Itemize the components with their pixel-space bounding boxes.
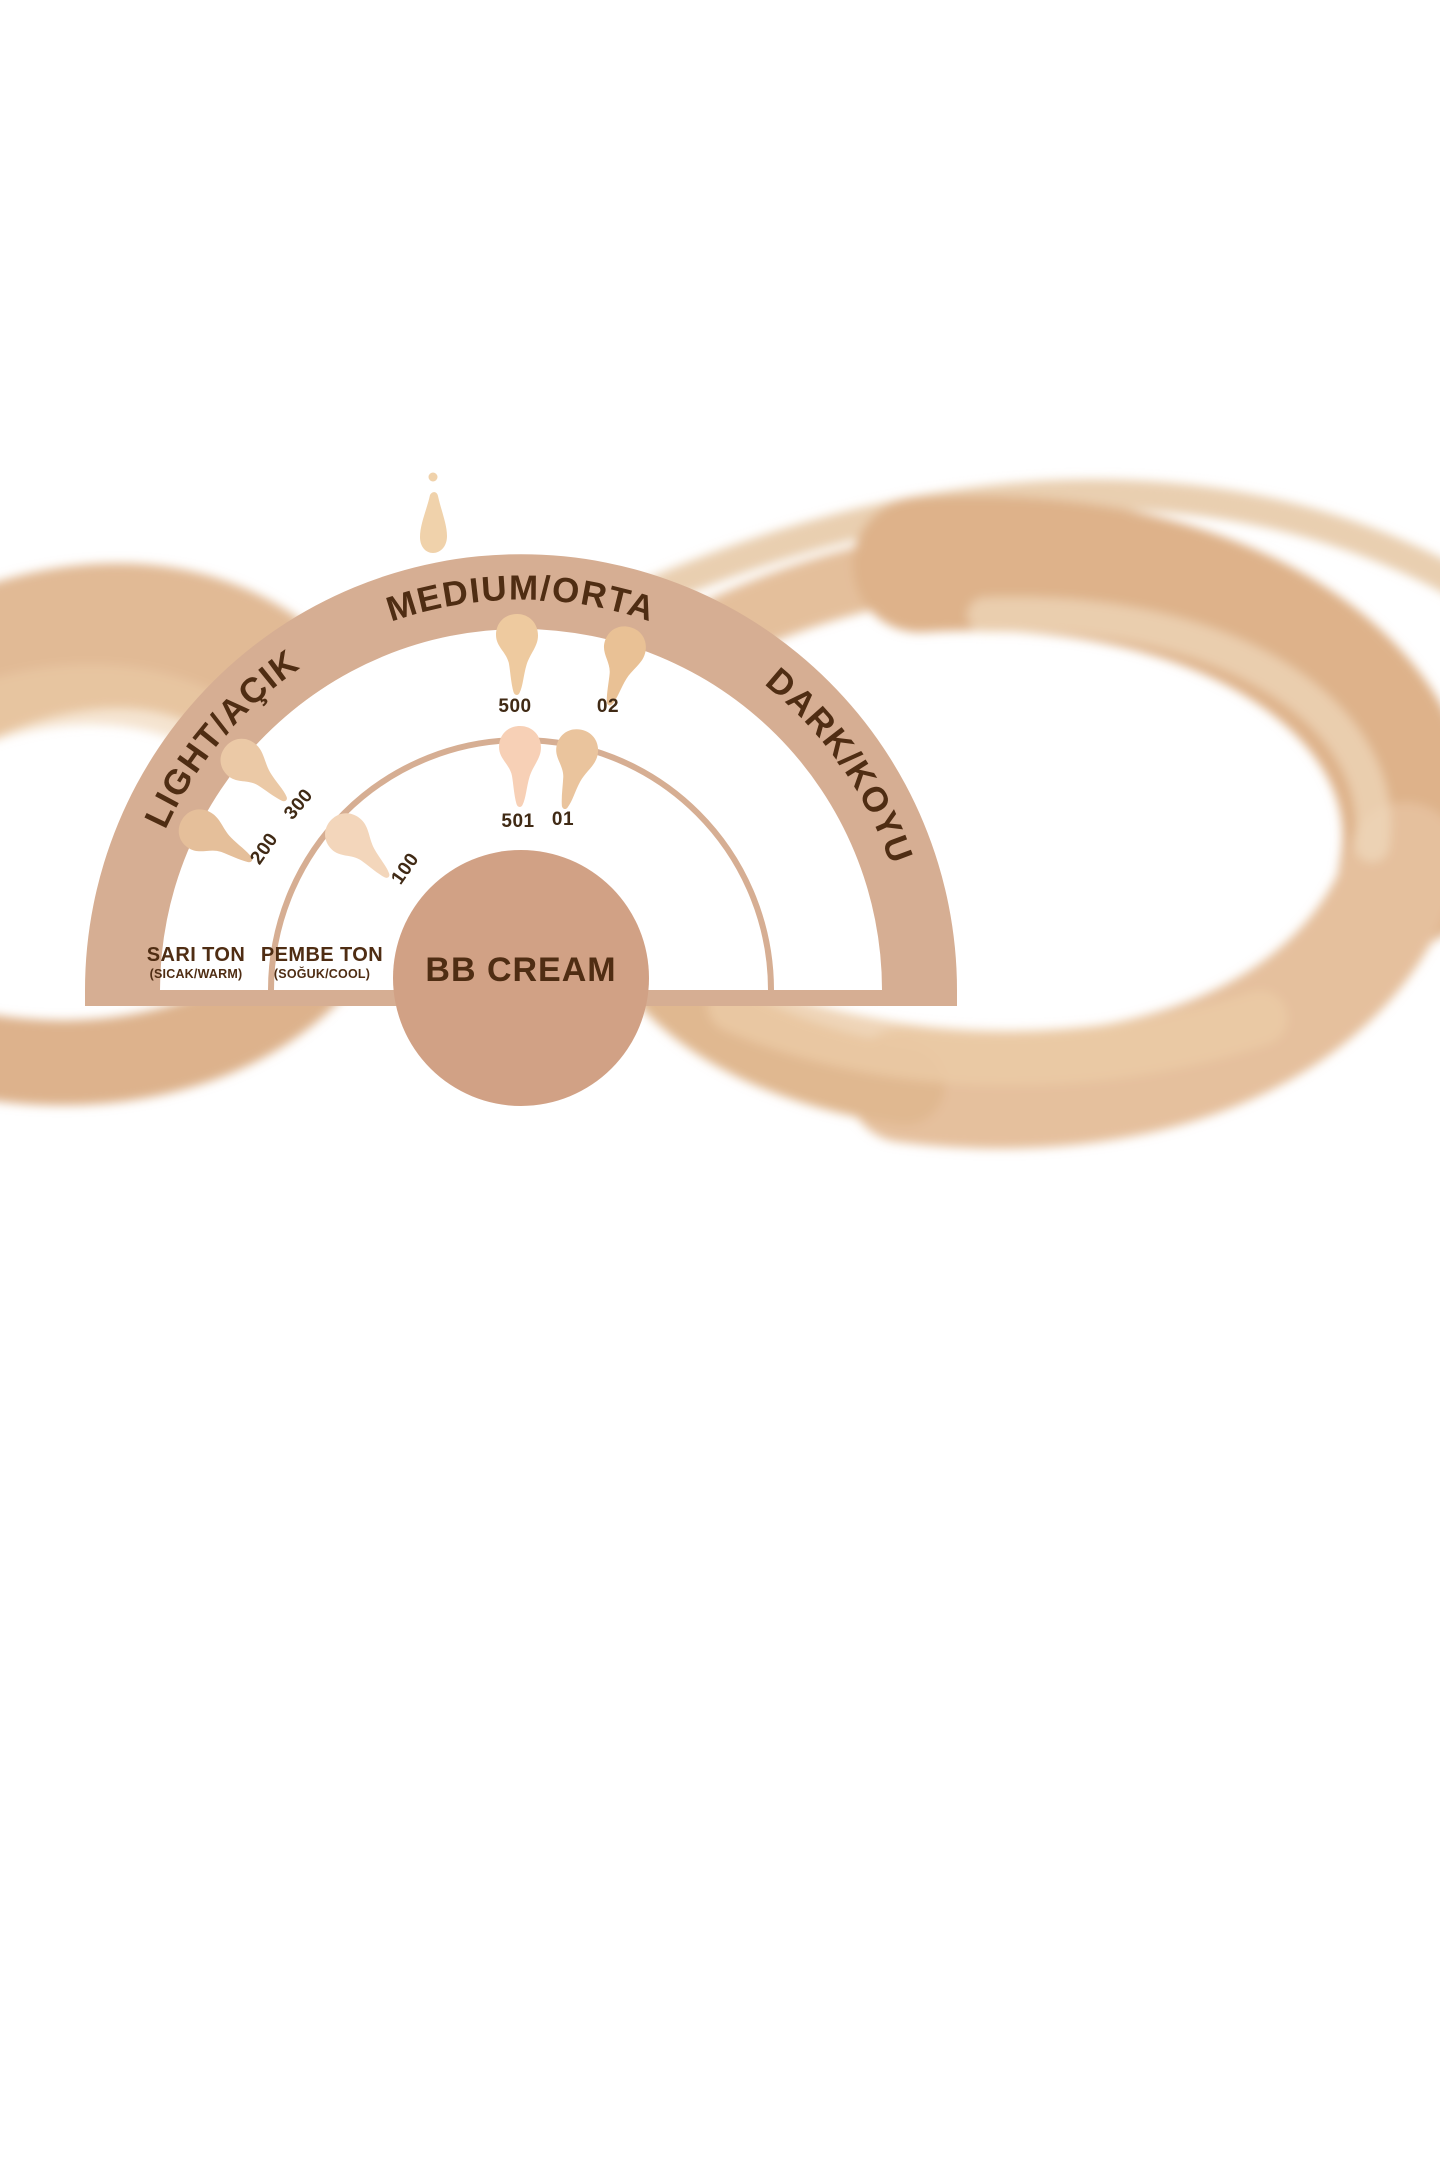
gauge-band: [85, 554, 957, 990]
shade-swatch-501: 501: [499, 726, 541, 832]
product-title: BB CREAM: [425, 951, 616, 989]
tone-group-pembe: PEMBE TON (SOĞUK/COOL): [261, 944, 383, 981]
shade-label: 501: [501, 811, 534, 832]
shade-swatch-500: 500: [496, 614, 538, 717]
tone-group-name: SARI TON: [147, 944, 245, 966]
smear-stroke: [707, 977, 1288, 1086]
tone-group-subtitle: (SOĞUK/COOL): [274, 966, 370, 981]
splash-drip-icon: [420, 472, 447, 553]
tone-group-name: PEMBE TON: [261, 944, 383, 966]
smear-stroke: [625, 479, 1440, 613]
shade-swatch-02: 02: [589, 621, 651, 717]
tone-group-subtitle: (SICAK/WARM): [150, 967, 243, 981]
shade-label: 500: [498, 696, 531, 717]
shade-label: 02: [597, 696, 619, 717]
tone-group-sari: SARI TON (SICAK/WARM): [147, 944, 245, 981]
shade-swatch-01: 01: [544, 725, 603, 830]
shade-label: 01: [552, 809, 574, 830]
center-circle: [393, 850, 649, 1106]
smear-stroke: [967, 596, 1391, 863]
splash-dot: [428, 472, 438, 482]
splash-drop: [420, 492, 447, 553]
